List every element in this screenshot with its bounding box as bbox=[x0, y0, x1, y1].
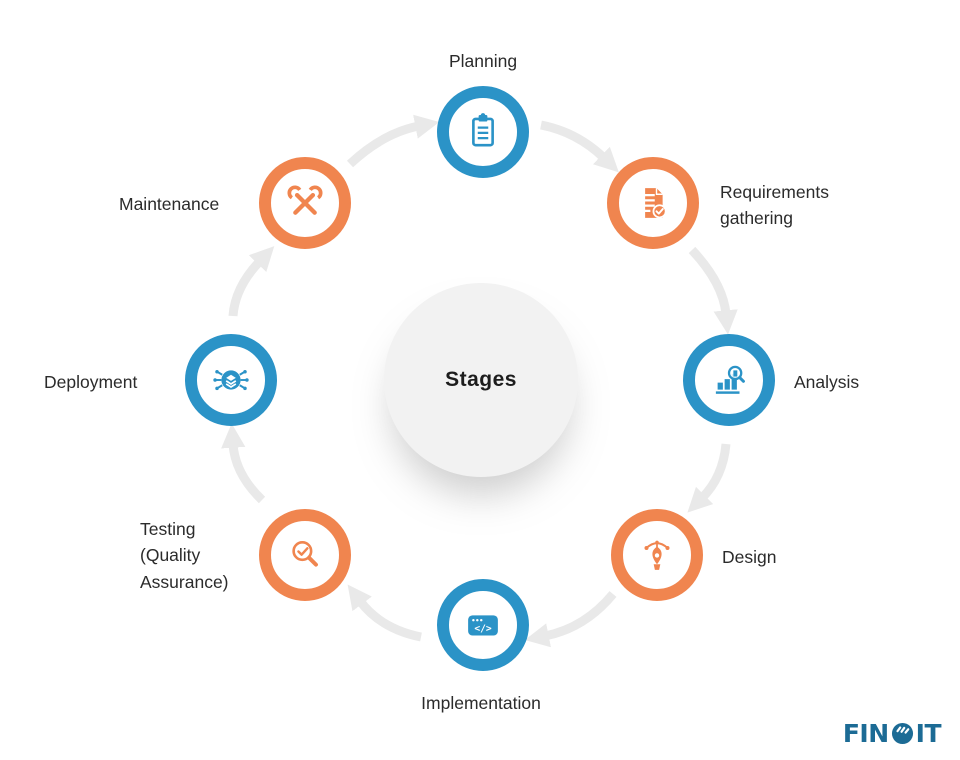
chart-magnifier-icon bbox=[708, 359, 750, 401]
arrow-planning-to-requirements bbox=[540, 120, 619, 173]
stage-label-implementation: Implementation bbox=[421, 693, 541, 713]
logo-text-prefix: FIN bbox=[842, 719, 889, 748]
center-stages-circle: Stages bbox=[384, 283, 578, 477]
stage-node-deployment bbox=[185, 334, 277, 426]
logo-o-icon bbox=[891, 722, 913, 745]
arrow-maintenance-to-planning bbox=[346, 114, 440, 168]
pen-tool-icon bbox=[636, 534, 678, 576]
logo-text-suffix: IT bbox=[915, 719, 942, 748]
stage-label-deployment: Deployment bbox=[44, 372, 138, 392]
stage-label-testing: Testing (Quality Assurance) bbox=[140, 519, 229, 592]
stage-node-requirements-gathering bbox=[607, 157, 699, 249]
stage-node-maintenance bbox=[259, 157, 351, 249]
arrow-design-to-implementation bbox=[524, 591, 617, 648]
stage-label-analysis: Analysis bbox=[794, 372, 860, 392]
code-window-icon: </> bbox=[462, 604, 504, 646]
stage-node-design bbox=[611, 509, 703, 601]
crossed-wrenches-icon bbox=[284, 182, 326, 224]
stage-node-implementation: </> bbox=[437, 579, 529, 671]
arrow-requirements-to-analysis bbox=[688, 246, 738, 335]
arrow-analysis-to-design bbox=[687, 443, 731, 513]
finoit-logo: FIN IT bbox=[842, 719, 942, 748]
stage-label-requirements-gathering: Requirements gathering bbox=[720, 182, 829, 229]
stage-label-maintenance: Maintenance bbox=[119, 194, 220, 214]
stage-label-design: Design bbox=[722, 547, 777, 567]
arrow-implementation-to-testing bbox=[347, 584, 422, 642]
arrow-testing-to-deployment bbox=[221, 423, 266, 504]
clipboard-icon bbox=[462, 111, 504, 153]
stage-node-analysis bbox=[683, 334, 775, 426]
magnifier-check-icon bbox=[284, 534, 326, 576]
center-label: Stages bbox=[445, 368, 517, 391]
stage-label-planning: Planning bbox=[448, 51, 518, 71]
document-check-icon bbox=[632, 182, 674, 224]
stage-node-testing bbox=[259, 509, 351, 601]
deploy-network-icon bbox=[210, 359, 252, 401]
svg-text:</>: </> bbox=[474, 624, 492, 635]
stage-node-planning bbox=[437, 86, 529, 178]
arrow-deployment-to-maintenance bbox=[228, 246, 275, 317]
